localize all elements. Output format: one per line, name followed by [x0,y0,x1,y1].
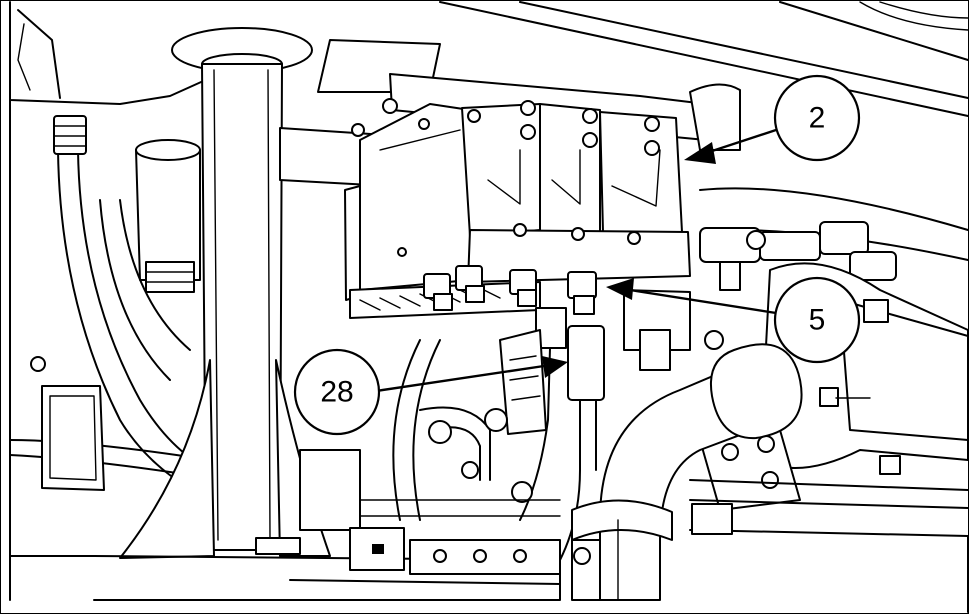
leader-line-28 [375,364,545,393]
callout-2: 2 [773,74,861,162]
leader-arrow-28 [542,356,568,378]
callout-5: 5 [773,276,861,364]
valve-bank [344,100,691,319]
callout-label-28: 28 [320,376,353,409]
right-fittings [623,221,897,371]
leader-arrow-2 [684,142,716,164]
leader-line-5 [629,288,777,315]
callout-label-2: 2 [809,102,826,135]
callout-label-5: 5 [809,304,826,337]
elbow-hose [571,343,803,601]
valve-fittings [423,265,597,315]
pillar [9,27,561,601]
engine-cover [9,1,211,601]
callout-leaders [375,128,777,393]
pump-housing [689,262,969,613]
cylinder-block [135,139,201,293]
left-bracket [30,356,105,491]
valve-hoses [392,307,605,561]
leader-line-2 [705,128,777,155]
lower-mechanics [289,406,561,585]
callout-28: 28 [293,348,381,436]
leader-arrow-5 [606,278,634,300]
